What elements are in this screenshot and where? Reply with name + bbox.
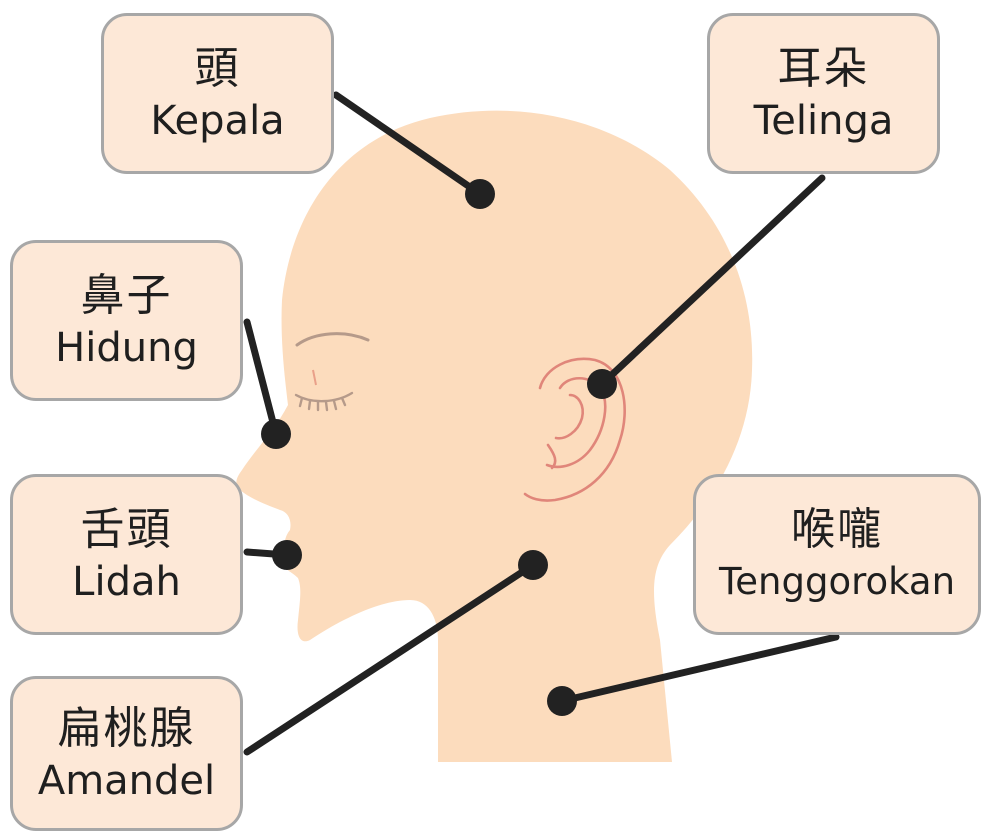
label-lidah: 舌頭 Lidah	[10, 474, 243, 635]
head-silhouette	[236, 111, 752, 762]
label-tenggorokan: 喉嚨 Tenggorokan	[693, 474, 981, 635]
label-telinga: 耳朵 Telinga	[707, 13, 940, 174]
dot-tenggorokan	[547, 686, 577, 716]
label-hidung-zh: 鼻子	[81, 269, 173, 323]
dot-telinga	[587, 369, 617, 399]
dot-lidah	[272, 540, 302, 570]
label-kepala-id: Kepala	[150, 96, 284, 146]
label-tenggorokan-zh: 喉嚨	[791, 503, 883, 557]
label-hidung: 鼻子 Hidung	[10, 240, 243, 401]
label-lidah-zh: 舌頭	[81, 503, 173, 557]
label-telinga-id: Telinga	[754, 96, 894, 146]
dot-hidung	[261, 419, 291, 449]
label-kepala: 頭 Kepala	[101, 13, 334, 174]
label-amandel-zh: 扁桃腺	[58, 702, 196, 756]
label-tenggorokan-id: Tenggorokan	[719, 557, 955, 607]
dot-amandel	[518, 550, 548, 580]
dot-kepala	[465, 179, 495, 209]
label-amandel-id: Amandel	[38, 756, 215, 806]
leader-line-hidung	[247, 322, 276, 434]
label-telinga-zh: 耳朵	[778, 42, 870, 96]
label-kepala-zh: 頭	[195, 42, 241, 96]
label-amandel: 扁桃腺 Amandel	[10, 676, 243, 831]
label-hidung-id: Hidung	[55, 323, 198, 373]
label-lidah-id: Lidah	[72, 557, 181, 607]
